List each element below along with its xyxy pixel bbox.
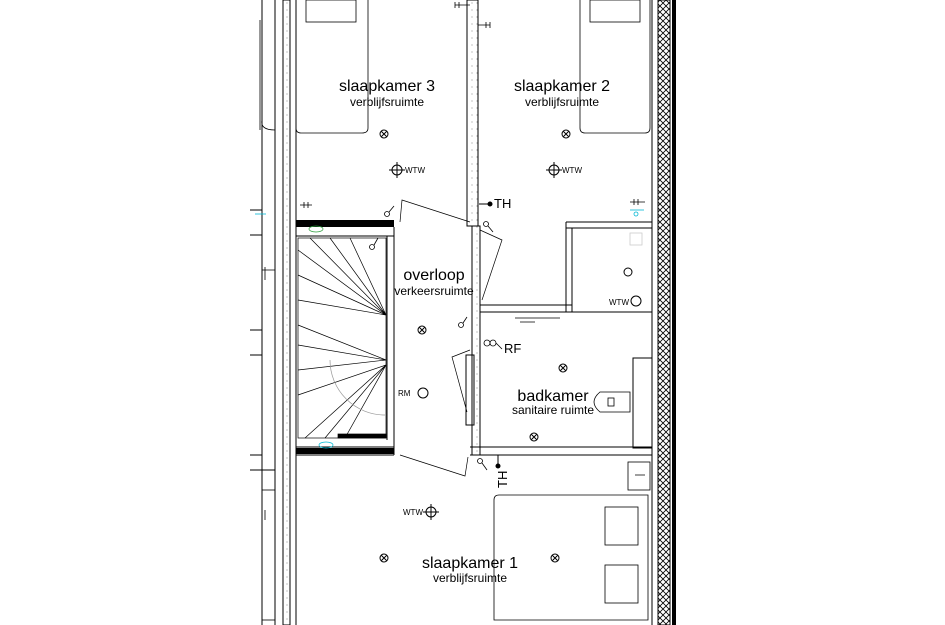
room-type-slaapkamer-3: verblijfsruimte — [350, 95, 424, 109]
wtw-label: WTW — [562, 166, 582, 175]
partition-walls — [296, 0, 653, 456]
room-type-slaapkamer-2: verblijfsruimte — [525, 95, 599, 109]
staircase — [297, 225, 387, 449]
switch-icons — [255, 2, 645, 520]
thermostat-label: TH — [494, 196, 511, 211]
toilet-icon — [593, 391, 631, 413]
doors — [399, 199, 503, 477]
wtw-label: WTW — [403, 508, 423, 517]
wtw-label: WTW — [405, 166, 425, 175]
thermostat-label: TH — [495, 471, 510, 488]
ceiling-light-icons — [379, 129, 571, 563]
smoke-detector-label: RM — [398, 389, 411, 398]
rf-label: RF — [504, 341, 521, 356]
room-name-badkamer: badkamer — [517, 388, 589, 405]
room-name-overloop: overloop — [403, 267, 464, 284]
room-type-badkamer: sanitaire ruimte — [512, 403, 594, 417]
room-type-overloop: verkeersruimte — [394, 284, 474, 298]
furniture — [259, 0, 651, 621]
room-name-slaapkamer-3: slaapkamer 3 — [339, 78, 435, 95]
room-type-slaapkamer-1: verblijfsruimte — [433, 571, 507, 585]
wtw-label: WTW — [609, 298, 629, 307]
room-name-slaapkamer-2: slaapkamer 2 — [514, 78, 610, 95]
room-name-slaapkamer-1: slaapkamer 1 — [422, 555, 518, 572]
thermostat-icons — [479, 201, 501, 469]
wtw-vent-icons — [389, 162, 642, 520]
